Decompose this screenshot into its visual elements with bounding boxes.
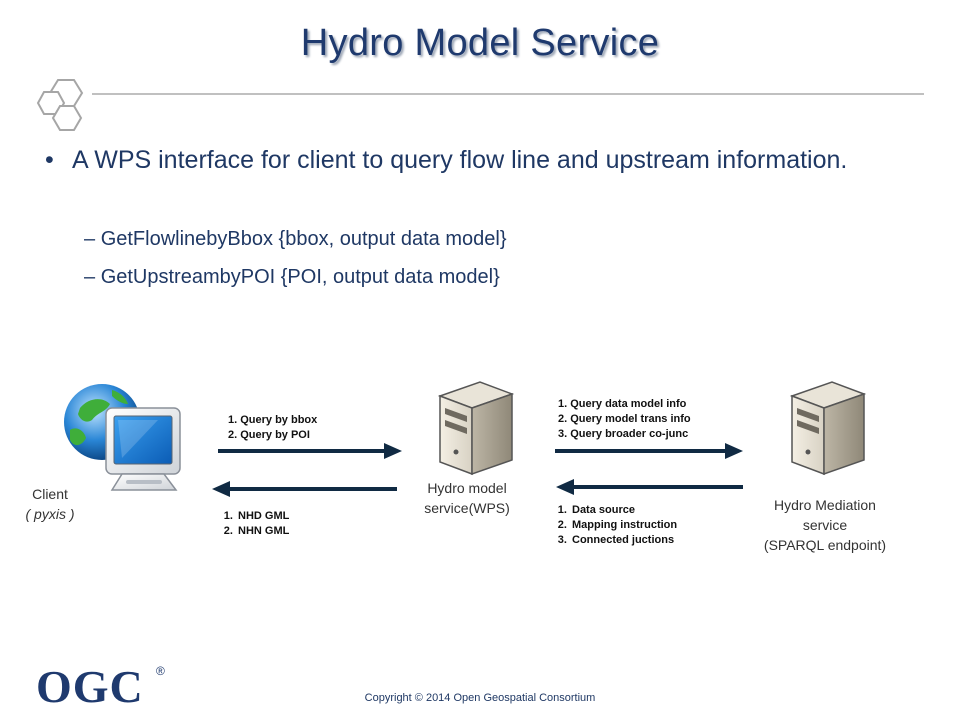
hexagon-logo-icon [36, 79, 84, 131]
wps-server-icon [437, 381, 515, 476]
msg-line: 2. Query by POI [228, 429, 310, 441]
sub-bullet-text: GetUpstreambyPOI {POI, output data model… [100, 266, 500, 288]
client-label: Client ( pyxis ) [20, 484, 80, 524]
wps-label: Hydro model service(WPS) [392, 478, 542, 518]
sub-marker: – [84, 228, 96, 250]
sub-bullet-flowline: – GetFlowlinebyBbox {bbox, output data m… [84, 228, 507, 251]
mediation-label: Hydro Mediation service (SPARQL endpoint… [730, 495, 920, 555]
slide-title: Hydro Model Service [300, 22, 660, 64]
sub-bullet-text: GetFlowlinebyBbox {bbox, output data mod… [100, 228, 507, 250]
arrow-wps-to-client [212, 481, 397, 497]
wps-label-line1: Hydro model [427, 480, 507, 496]
msg-mediation-to-wps: Data source Mapping instruction Connecte… [548, 503, 677, 548]
client-computer-icon [64, 384, 181, 491]
msg-line: NHD GML [236, 509, 289, 524]
msg-wps-to-mediation: 1. Query data model info 2. Query model … [558, 397, 691, 442]
sub-bullet-upstream: – GetUpstreambyPOI {POI, output data mod… [84, 266, 500, 289]
mediation-label-line2: service [802, 517, 848, 533]
msg-client-to-wps: 1. Query by bbox 2. Query by POI [228, 413, 317, 443]
msg-line: 2. Query model trans info [558, 413, 691, 425]
msg-line: 3. Query broader co-junc [558, 428, 689, 440]
copyright-text: Copyright © 2014 Open Geospatial Consort… [364, 692, 596, 704]
msg-line: Mapping instruction [570, 518, 677, 533]
mediation-label-line1: Hydro Mediation [774, 497, 876, 513]
msg-line: Data source [570, 503, 677, 518]
msg-line: 1. Query data model info [558, 398, 687, 410]
client-label-line2: ( pyxis ) [25, 506, 75, 522]
main-bullet: • A WPS interface for client to query fl… [45, 143, 905, 178]
ogc-logo: OGC [36, 661, 144, 712]
client-label-line1: Client [32, 486, 68, 502]
msg-wps-to-client: NHD GML NHN GML [214, 509, 289, 539]
wps-label-line2: service(WPS) [424, 500, 510, 516]
title-rule [92, 93, 924, 95]
arrow-mediation-to-wps [556, 479, 743, 495]
bullet-marker: • [45, 146, 54, 174]
msg-line: 1. Query by bbox [228, 414, 318, 426]
arrow-client-to-wps [218, 443, 402, 459]
mediation-label-line3: (SPARQL endpoint) [763, 537, 887, 553]
mediation-server-icon [789, 381, 867, 476]
registered-mark: ® [156, 664, 165, 678]
msg-line: Connected juctions [570, 533, 677, 548]
sub-marker: – [84, 266, 96, 288]
main-bullet-text: A WPS interface for client to query flow… [72, 146, 848, 174]
arrow-wps-to-mediation [555, 443, 743, 459]
msg-line: NHN GML [236, 524, 289, 539]
